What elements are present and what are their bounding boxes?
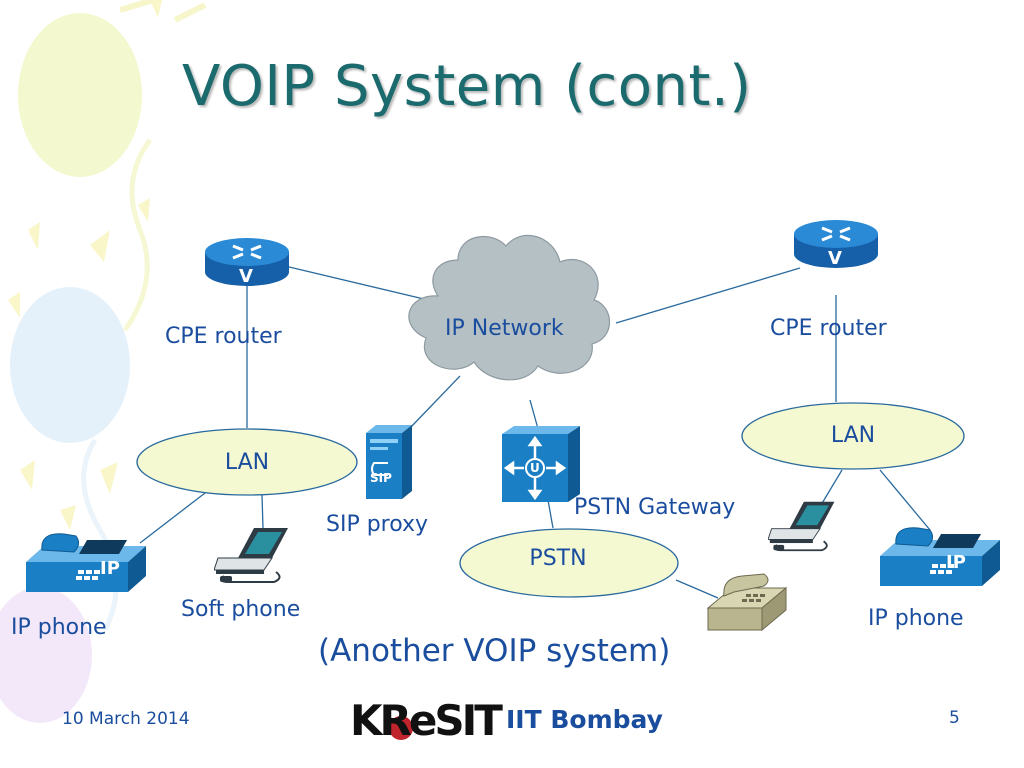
- lan-right-label: LAN: [830, 423, 876, 448]
- link-router-left-to-cloud: [284, 265, 429, 301]
- ip-phone-left-label: IP phone: [11, 615, 107, 640]
- slide-caption: (Another VOIP system): [318, 633, 671, 669]
- router-icon: [205, 238, 289, 286]
- cpe-router-left-label: CPE router: [165, 324, 282, 349]
- link-lan-right-to-ipphone-right: [879, 469, 931, 531]
- link-lan-left-to-softphone-left: [261, 494, 264, 529]
- pstn-telephone-icon: [706, 573, 788, 632]
- lan-left-label: LAN: [224, 450, 270, 475]
- logo-text: KReSIT: [350, 696, 503, 745]
- link-lan-left-to-ipphone-left: [139, 492, 206, 544]
- sip-badge: SIP: [370, 471, 392, 485]
- ip-network-label: IP Network: [445, 316, 564, 341]
- cpe-router-right-label: CPE router: [770, 316, 887, 341]
- gateway-icon: [502, 426, 580, 502]
- ip-phone-icon: [880, 527, 1000, 586]
- footer-date: 10 March 2014: [62, 709, 190, 729]
- lan-left-ellipse: [136, 428, 358, 496]
- link-pstn-to-phone: [675, 579, 719, 599]
- gateway-mark: U: [530, 461, 540, 475]
- ip-phone-right-label: IP phone: [868, 606, 964, 631]
- ip-phone-icon: [26, 533, 146, 592]
- ip-badge: IP: [946, 552, 966, 573]
- ip-phone-left: IP: [20, 528, 150, 598]
- router-mark: V: [828, 248, 842, 269]
- pstn-label: PSTN: [529, 546, 587, 571]
- router-mark: V: [239, 266, 253, 287]
- cpe-router-right: V: [792, 218, 880, 270]
- logo-e-circle: [389, 716, 413, 740]
- soft-phone-right-laptop-icon: [768, 501, 835, 552]
- link-cloud-to-router-right: [615, 267, 801, 324]
- link-cloud-to-sip-proxy: [409, 375, 461, 429]
- page-number: 5: [949, 708, 960, 728]
- ip-phone-right: IP: [874, 522, 1004, 592]
- server-icon: [366, 425, 412, 499]
- cpe-router-left: V: [203, 236, 291, 288]
- router-icon: [794, 220, 878, 268]
- soft-phone-left-laptop-icon: [214, 528, 288, 583]
- slide-title: VOIP System (cont.): [182, 54, 752, 119]
- soft-phone-left-label: Soft phone: [181, 597, 301, 622]
- pstn-gateway-label: PSTN Gateway: [574, 495, 736, 520]
- ip-badge: IP: [100, 558, 120, 579]
- kresit-logo: KReSIT: [350, 698, 503, 744]
- footer-org: IIT Bombay: [506, 705, 663, 734]
- pstn-ellipse: [459, 528, 679, 598]
- sip-proxy-label: SIP proxy: [326, 512, 429, 537]
- ip-network-cloud: [408, 234, 610, 381]
- pstn-gateway-device: U: [502, 426, 582, 502]
- sip-proxy-server: SIP: [366, 425, 414, 499]
- link-gateway-to-pstn: [547, 499, 554, 529]
- lan-right-ellipse: [741, 402, 965, 470]
